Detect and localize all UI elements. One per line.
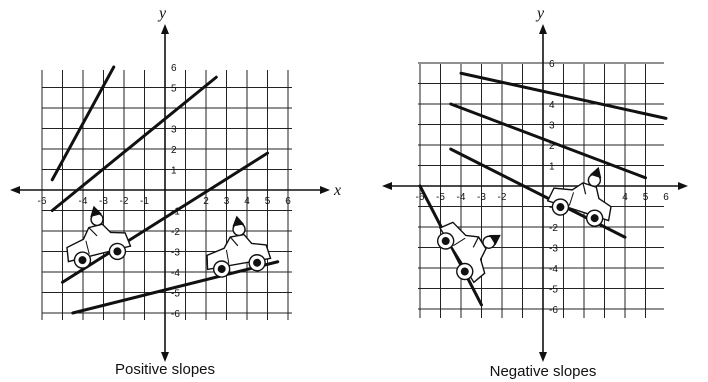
x-axis-arrow-right (320, 186, 330, 194)
uphill-car-2 (206, 215, 272, 278)
y-tick-label: 6 (549, 59, 555, 70)
y-tick-label: 4 (549, 100, 555, 111)
downhill-car-2 (436, 221, 501, 284)
y-axis-arrow-down (539, 352, 547, 362)
x-tick-label: -6 (38, 196, 47, 207)
x-tick-label: -4 (457, 192, 466, 203)
x-axis-arrow-left (382, 182, 392, 190)
y-tick-label: -6 (549, 305, 558, 316)
x-tick-label: -2 (120, 196, 129, 207)
x-axis-label: x (333, 182, 341, 199)
y-tick-label: -4 (171, 268, 180, 279)
y-tick-label: -3 (549, 244, 558, 255)
x-tick-label: 6 (663, 192, 669, 203)
y-tick-label: 3 (171, 125, 177, 136)
y-axis-arrow-up (539, 24, 547, 34)
panel-caption: Negative slopes (490, 363, 597, 380)
y-tick-label: 2 (549, 141, 555, 152)
slope-line (71, 260, 280, 315)
slope-line (459, 71, 668, 120)
y-tick-label: -5 (549, 285, 558, 296)
y-tick-label: 5 (171, 84, 177, 95)
y-tick-label: -3 (171, 248, 180, 259)
y-tick-label: -2 (171, 227, 180, 238)
x-axis-arrow-left (10, 186, 20, 194)
panel-caption: Positive slopes (115, 361, 215, 378)
x-tick-label: -2 (498, 192, 507, 203)
x-tick-label: -5 (436, 192, 445, 203)
y-axis-arrow-down (161, 352, 169, 362)
grid (41, 70, 292, 320)
uphill-car-1 (66, 205, 132, 269)
slope-line (61, 151, 269, 284)
y-axis-label: y (535, 5, 545, 22)
x-tick-label: -1 (140, 196, 149, 207)
x-tick-label: -6 (416, 192, 425, 203)
x-tick-label: 2 (203, 196, 209, 207)
positive-slopes-panel: yx-6-4-3-2-12345665321-1-2-3-4-5-6Positi… (10, 5, 341, 378)
y-tick-label: -5 (171, 289, 180, 300)
downhill-car-1 (546, 166, 612, 227)
negative-slopes-panel: y-6-5-4-3-245664321-1-2-3-4-5-6Negative … (382, 5, 688, 380)
y-tick-label: 6 (171, 63, 177, 74)
x-tick-label: -3 (99, 196, 108, 207)
x-tick-label: 4 (244, 196, 250, 207)
slope-line (50, 75, 218, 212)
grid (418, 62, 664, 318)
x-tick-label: 3 (224, 196, 230, 207)
x-tick-label: 5 (643, 192, 649, 203)
y-axis-label: y (157, 5, 167, 22)
x-tick-label: -3 (477, 192, 486, 203)
y-axis-arrow-up (161, 24, 169, 34)
y-tick-label: 1 (549, 162, 555, 173)
y-tick-label: 3 (549, 121, 555, 132)
y-tick-label: -4 (549, 264, 558, 275)
y-tick-label: 2 (171, 145, 177, 156)
x-tick-label: 4 (622, 192, 628, 203)
y-tick-label: -6 (171, 309, 180, 320)
x-tick-label: 5 (265, 196, 271, 207)
y-tick-label: -2 (549, 223, 558, 234)
x-tick-label: 6 (285, 196, 291, 207)
slope-line (449, 102, 647, 180)
x-axis-arrow-right (678, 182, 688, 190)
x-tick-label: -4 (79, 196, 88, 207)
y-tick-label: 1 (171, 166, 177, 177)
slope-line (50, 65, 116, 182)
